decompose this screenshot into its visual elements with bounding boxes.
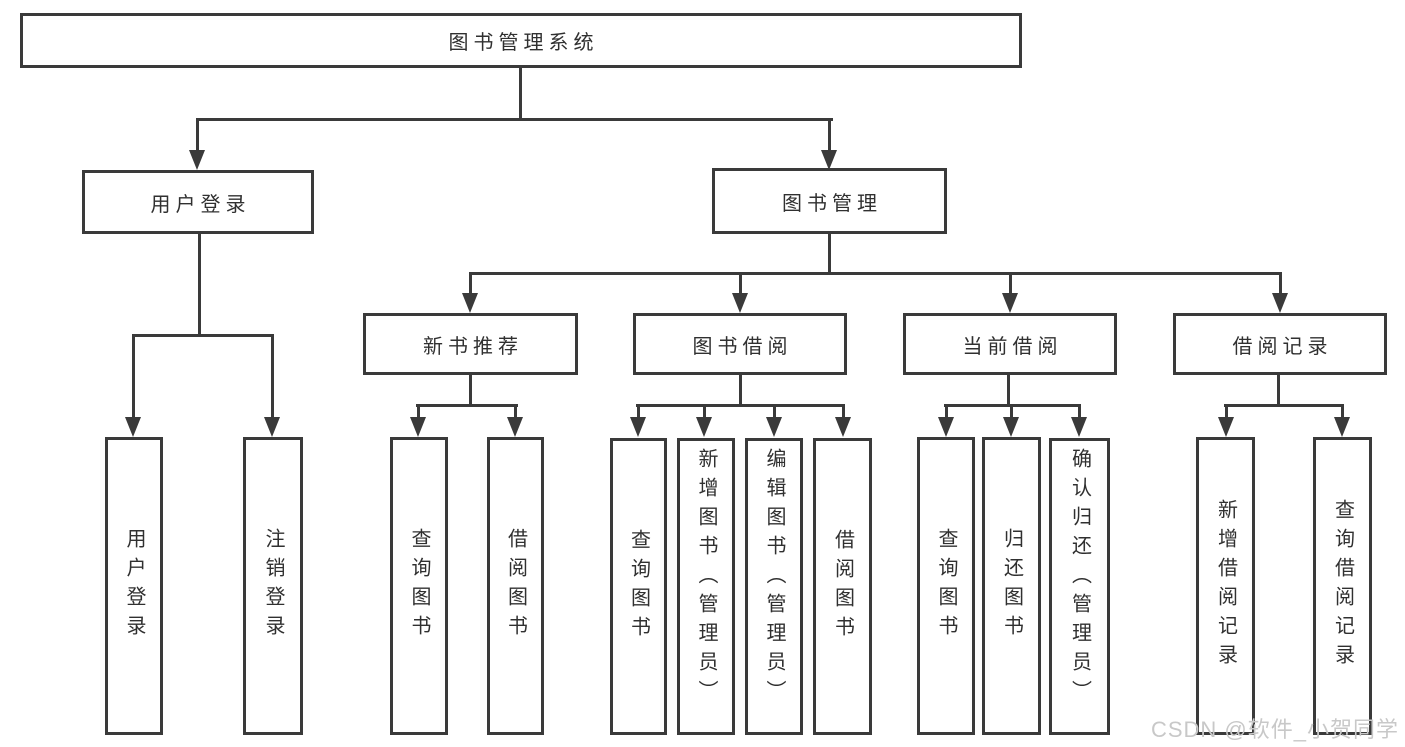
connector-to-user-login [196, 118, 199, 154]
connector-root-stem [519, 68, 522, 121]
leaf-label: 归还图书 [1000, 528, 1023, 644]
node-book-borrowing: 图书借阅 [633, 313, 847, 375]
node-book-management: 图书管理 [712, 168, 947, 234]
csdn-watermark: CSDN @软件_小贺同学 [1150, 717, 1399, 742]
node-borrowing-records: 借阅记录 [1173, 313, 1387, 375]
connector-to-book-management [828, 118, 831, 154]
leaf-search-books: 查询图书 [917, 437, 975, 735]
connector-to-borrow-record [1279, 272, 1282, 296]
node-label: 借阅记录 [1232, 335, 1333, 358]
connector-bus [1224, 404, 1344, 407]
arrow-down-icon [1218, 417, 1234, 437]
leaf-borrow-books: 借阅图书 [813, 438, 872, 735]
connector-to-leaf [1341, 404, 1344, 419]
arrow-down-icon [462, 293, 478, 313]
connector-to-leaf [1225, 404, 1228, 419]
connector-to-leaf [132, 334, 135, 420]
connector-stem [1007, 375, 1010, 407]
node-label: 图书管理 [782, 192, 882, 215]
connector-book-management-stem [828, 234, 831, 275]
arrow-down-icon [264, 417, 280, 437]
connector-to-leaf [271, 334, 274, 420]
connector-to-leaf [1010, 404, 1013, 419]
arrow-down-icon [835, 417, 851, 437]
connector-stem [1277, 375, 1280, 407]
leaf-search-books: 查询图书 [390, 437, 448, 735]
node-label: 图书管理系统 [448, 32, 599, 54]
arrow-down-icon [189, 150, 205, 170]
leaf-label: 编辑图书（管理员） [763, 448, 785, 709]
arrow-down-icon [766, 417, 782, 437]
leaf-search-borrow-record: 查询借阅记录 [1313, 437, 1372, 735]
leaf-label: 查询图书 [935, 528, 957, 644]
arrow-down-icon [507, 417, 523, 437]
connector-to-leaf [842, 404, 845, 419]
arrow-down-icon [821, 150, 837, 170]
connector-to-leaf [773, 404, 776, 419]
leaf-confirm-return-admin: 确认归还（管理员） [1049, 438, 1110, 735]
connector-to-book-borrow [739, 272, 742, 296]
connector-stem [739, 375, 742, 407]
connector-level3-bus [469, 272, 1282, 275]
connector-to-leaf [703, 404, 706, 419]
node-label: 用户登录 [150, 193, 251, 216]
leaf-return-books: 归还图书 [982, 437, 1041, 735]
leaf-user-login: 用户登录 [105, 437, 163, 735]
arrow-down-icon [1334, 417, 1350, 437]
arrow-down-icon [630, 417, 646, 437]
arrow-down-icon [732, 293, 748, 313]
connector-to-current-borrow [1009, 272, 1012, 296]
connector-user-login-bus [132, 334, 274, 337]
leaf-borrow-books: 借阅图书 [487, 437, 544, 735]
arrow-down-icon [125, 417, 141, 437]
leaf-label: 查询图书 [627, 528, 650, 645]
leaf-add-borrow-record: 新增借阅记录 [1196, 437, 1255, 735]
leaf-label: 查询借阅记录 [1331, 499, 1354, 673]
arrow-down-icon [410, 417, 426, 437]
leaf-label: 注销登录 [262, 528, 284, 644]
leaf-label: 借阅图书 [504, 528, 527, 644]
arrow-down-icon [1272, 293, 1288, 313]
connector-to-leaf [637, 404, 640, 419]
node-library-management-system: 图书管理系统 [20, 13, 1022, 68]
leaf-logout: 注销登录 [243, 437, 303, 735]
arrow-down-icon [1003, 417, 1019, 437]
node-new-book-recommendation: 新书推荐 [363, 313, 578, 375]
connector-user-login-stem [198, 234, 201, 337]
node-label: 图书借阅 [692, 335, 793, 358]
arrow-down-icon [1071, 417, 1087, 437]
leaf-label: 借阅图书 [831, 528, 854, 645]
node-label: 当前借阅 [962, 335, 1063, 358]
connector-stem [469, 375, 472, 407]
node-user-login: 用户登录 [82, 170, 314, 234]
leaf-label: 用户登录 [123, 528, 145, 644]
arrow-down-icon [1002, 293, 1018, 313]
leaf-edit-books-admin: 编辑图书（管理员） [745, 438, 803, 735]
leaf-label: 确认归还（管理员） [1068, 448, 1091, 709]
connector-to-leaf [1078, 404, 1081, 419]
leaf-label: 新增借阅记录 [1214, 499, 1237, 673]
connector-bus [636, 404, 845, 407]
leaf-add-books-admin: 新增图书（管理员） [677, 438, 735, 735]
connector-to-leaf [514, 404, 517, 419]
arrow-down-icon [938, 417, 954, 437]
connector-bus [416, 404, 518, 407]
leaf-search-books: 查询图书 [610, 438, 667, 735]
leaf-label: 新增图书（管理员） [695, 448, 717, 709]
leaf-label: 查询图书 [408, 528, 430, 644]
connector-to-leaf [417, 404, 420, 419]
node-label: 新书推荐 [423, 335, 523, 358]
connector-level2-bus [196, 118, 833, 121]
node-current-borrowing: 当前借阅 [903, 313, 1117, 375]
arrow-down-icon [696, 417, 712, 437]
connector-to-leaf [945, 404, 948, 419]
connector-to-new-book [469, 272, 472, 296]
